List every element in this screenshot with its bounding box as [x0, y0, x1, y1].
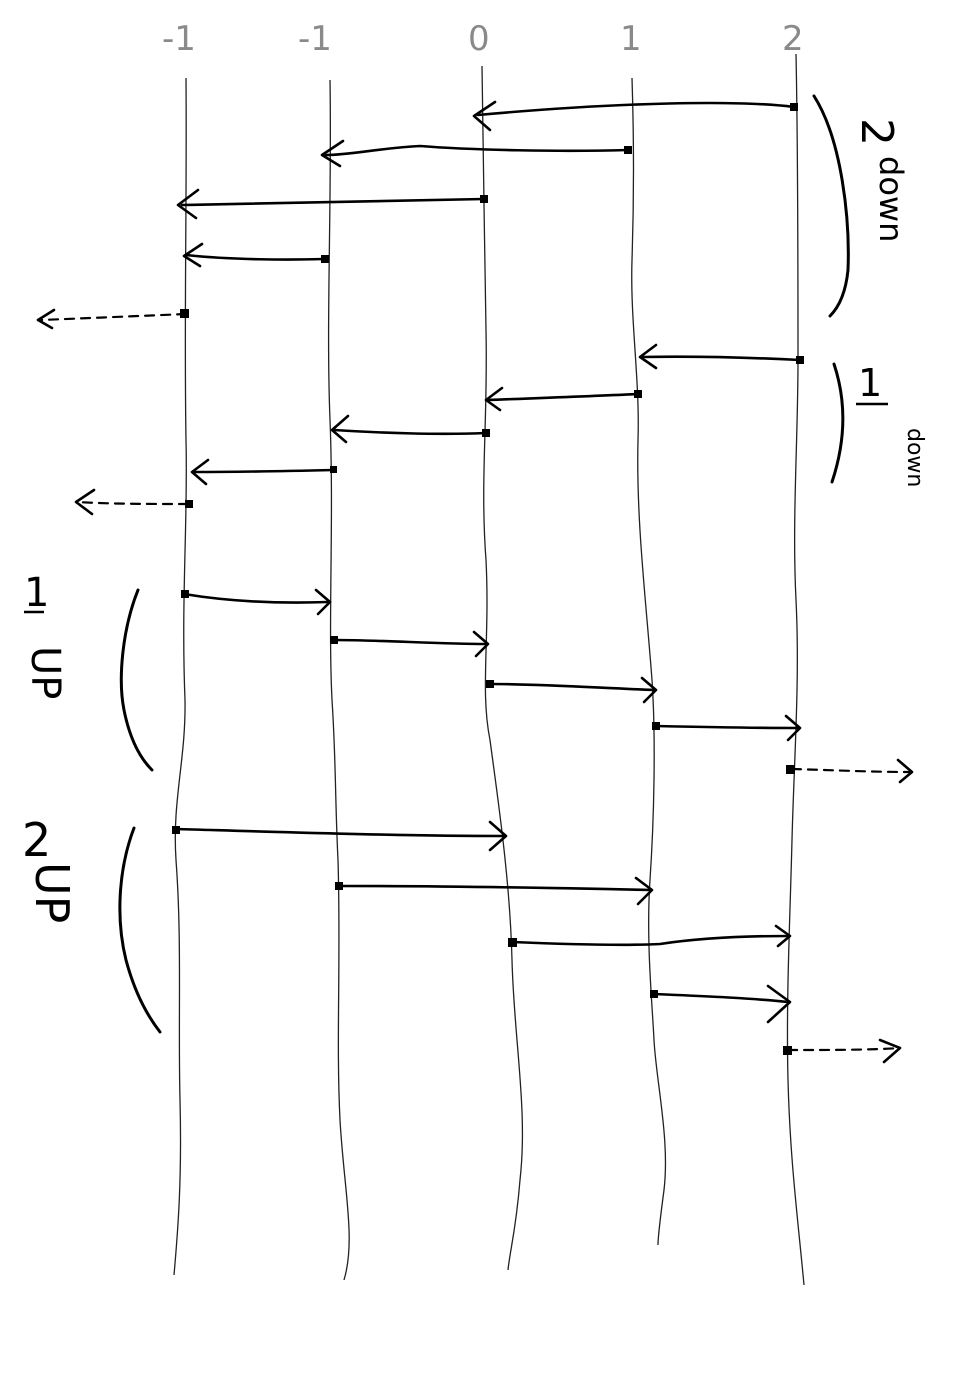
arrow-two-down-1	[476, 101, 796, 117]
dashed-exit-one-down	[76, 500, 190, 506]
node-one-down-3	[482, 429, 490, 437]
node-one-up-1	[181, 590, 189, 598]
node-two-down-1	[790, 103, 798, 111]
arrow-one-down-2	[486, 392, 640, 402]
arrow-two-up-3	[510, 934, 790, 947]
arrowhead-exit-two-down	[36, 308, 56, 330]
arrow-two-up-1	[174, 827, 506, 838]
arrow-two-up-2	[336, 884, 652, 892]
arrowhead-exit-one-down	[74, 488, 96, 516]
arrowhead-two-up-1	[488, 820, 508, 852]
lane-col-4	[631, 77, 667, 1246]
dashed-exit-two-up	[786, 1046, 902, 1052]
node-one-up-3	[486, 680, 494, 688]
column-label-5: 2	[782, 19, 804, 59]
arrowhead-exit-two-up	[878, 1038, 902, 1064]
arrow-two-down-2	[324, 144, 630, 157]
group-one-down-arrows	[74, 343, 804, 516]
arrow-one-down-3	[332, 428, 488, 436]
arrowhead-two-down-4	[182, 242, 204, 268]
label-one-up-count: 1	[24, 570, 49, 616]
arrowhead-one-down-3	[330, 414, 350, 444]
arrowhead-one-up-3	[640, 676, 658, 704]
arrow-one-up-3	[488, 682, 656, 692]
node-two-down-2	[624, 146, 632, 154]
label-two-down-count: 2	[851, 118, 902, 146]
arrow-one-up-2	[332, 638, 488, 646]
arrow-one-up-1	[182, 592, 330, 604]
arrowhead-exit-one-up	[896, 758, 914, 784]
arrowhead-one-down-2	[484, 386, 504, 412]
dashed-exit-one-up	[790, 767, 912, 774]
label-two-down-word: down	[872, 156, 910, 242]
node-one-up-5	[786, 765, 795, 774]
node-one-down-4	[330, 466, 337, 473]
label-one-up: 1 UP	[22, 570, 68, 699]
arrowhead-two-down-3	[176, 188, 200, 220]
column-label-4: 1	[620, 19, 642, 59]
node-one-down-1	[796, 356, 804, 364]
label-two-up-count: 2	[22, 813, 51, 867]
lane-col-5	[786, 53, 805, 1286]
arrowhead-one-up-2	[472, 630, 490, 658]
arrowhead-two-down-2	[320, 139, 345, 168]
node-one-up-2	[330, 636, 338, 644]
arrowhead-two-up-2	[634, 876, 654, 906]
arrowhead-one-up-1	[314, 588, 332, 616]
node-two-down-4	[321, 255, 329, 263]
arrow-one-up-4	[654, 724, 800, 730]
group-one-up-arrows	[181, 588, 914, 784]
node-one-down-2	[634, 390, 642, 398]
arrowhead-one-up-4	[784, 714, 802, 742]
arrowhead-two-up-4	[766, 984, 792, 1024]
dashed-exit-two-down	[40, 312, 188, 322]
arrow-one-down-1	[640, 355, 802, 362]
arrow-two-down-4	[184, 253, 327, 261]
arrowhead-two-down-1	[472, 100, 497, 132]
node-two-up-3	[508, 938, 517, 947]
lane-col-1	[173, 77, 188, 1276]
group-two-up-arrows	[172, 820, 902, 1064]
label-two-down: 2 down	[851, 118, 910, 242]
column-label-1: -1	[162, 19, 196, 59]
label-two-up-word: UP	[25, 862, 79, 923]
arrow-two-down-3	[180, 197, 486, 207]
label-one-down: 1 down	[856, 361, 927, 487]
label-two-up: 2 UP	[22, 813, 79, 923]
brace-two-down	[812, 94, 850, 318]
label-one-up-word: UP	[22, 646, 68, 699]
node-two-up-5	[783, 1046, 792, 1055]
arrowhead-one-down-4	[190, 458, 210, 486]
node-two-down-3	[480, 195, 488, 203]
arrowhead-one-down-1	[638, 343, 658, 370]
lane-col-2	[327, 79, 350, 1281]
label-one-down-word: down	[902, 428, 927, 487]
node-two-down-5	[180, 309, 189, 318]
arrow-one-down-4	[192, 468, 335, 474]
node-one-down-5	[185, 500, 193, 508]
node-two-up-4	[650, 990, 658, 998]
node-two-up-2	[335, 882, 343, 890]
brace-one-up	[119, 588, 154, 772]
node-one-up-4	[652, 722, 660, 730]
arrow-two-up-4	[652, 992, 790, 1004]
arrowhead-two-up-3	[774, 924, 792, 948]
lane-col-3	[481, 65, 524, 1271]
brace-two-up	[118, 826, 162, 1034]
label-one-down-count: 1	[858, 361, 882, 405]
group-two-down-arrows	[36, 100, 798, 330]
node-two-up-1	[172, 826, 180, 834]
column-label-3: 0	[468, 19, 490, 59]
column-label-2: -1	[298, 19, 332, 59]
brace-one-down	[830, 362, 845, 484]
